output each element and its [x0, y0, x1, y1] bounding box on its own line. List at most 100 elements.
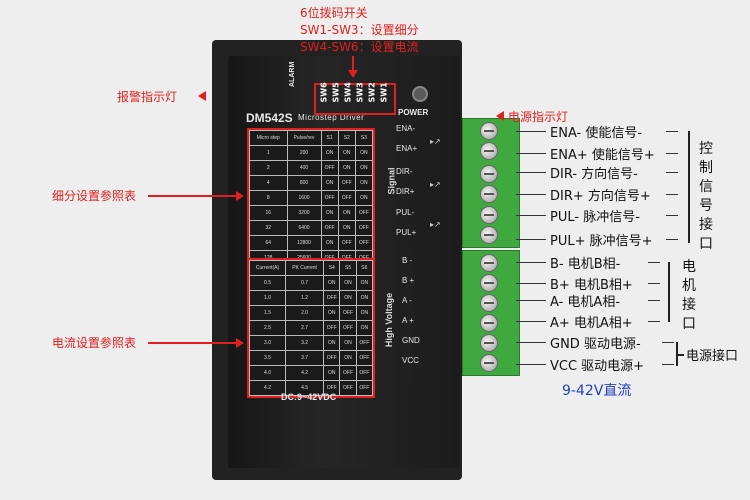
motor-group-label: 电机接口 [682, 259, 696, 332]
table-cell: 0.7 [285, 275, 325, 291]
terminal-screw-icon [480, 142, 498, 160]
table-cell: 1.2 [285, 290, 325, 306]
table-cell: OFF [355, 365, 374, 381]
table-cell: 2.0 [285, 305, 325, 321]
table-header-cell: S4 [323, 260, 341, 276]
optocoupler-icon: ▸↗ [430, 180, 441, 189]
table-cell: ON [355, 275, 374, 291]
table-cell: OFF [320, 220, 339, 236]
table-cell: 2 [249, 160, 288, 176]
microstep-table-annotation: 细分设置参照表 [52, 189, 137, 203]
terminal-screw-icon [480, 354, 498, 372]
pin-bracket-tick [648, 300, 660, 301]
table-cell: ON [354, 145, 374, 161]
table-cell: 16 [249, 205, 288, 221]
high-voltage-label: High Voltage [384, 292, 395, 348]
table-header-cell: S6 [355, 260, 374, 276]
control-bracket [688, 131, 690, 243]
model-name: DM542S [246, 111, 293, 125]
panel-pin-label: B - [402, 256, 413, 265]
terminal-screw-icon [480, 294, 498, 312]
microstep-arrow-icon [236, 191, 244, 201]
table-cell: 200 [286, 145, 322, 161]
power-group-label: 电源接口 [686, 349, 739, 364]
table-cell: ON [320, 235, 339, 251]
panel-pin-label: A - [402, 296, 412, 305]
pin-annotation: VCC 驱动电源+ [550, 359, 645, 374]
table-cell: 8 [249, 190, 288, 206]
table-cell: ON [320, 175, 339, 191]
table-cell: 4.0 [248, 365, 287, 381]
table-cell: OFF [355, 350, 374, 366]
dip-switch-sw5: SW5 [331, 82, 341, 103]
dc-voltage-label: DC:9~42VDC [281, 392, 337, 402]
table-cell: 3.2 [285, 335, 325, 351]
table-cell: 3200 [286, 205, 322, 221]
current-table-annotation: 电流设置参照表 [52, 336, 137, 350]
pin-leader-line [516, 215, 546, 216]
panel-pin-label: B + [402, 276, 415, 285]
table-cell: 800 [286, 175, 322, 191]
table-cell: ON [339, 290, 357, 306]
dip-arrow-head [348, 70, 358, 78]
table-cell: 6400 [286, 220, 322, 236]
table-cell: 2.5 [248, 320, 287, 336]
table-header-cell: Pulse/rev [286, 130, 322, 146]
table-cell: 4 [249, 175, 288, 191]
table-cell: ON [337, 145, 356, 161]
table-cell: ON [354, 175, 374, 191]
table-cell: OFF [354, 205, 374, 221]
pin-leader-line [516, 239, 546, 240]
table-cell: ON [355, 290, 374, 306]
pin-leader-line [516, 262, 546, 263]
alarm-label: ALARM [289, 61, 296, 87]
table-cell: 1600 [286, 190, 322, 206]
table-cell: OFF [337, 175, 356, 191]
pin-leader-line [516, 283, 546, 284]
table-cell: OFF [337, 235, 356, 251]
pin-annotation: DIR+ 方向信号+ [550, 189, 651, 204]
voltage-label: 9-42V直流 [562, 383, 632, 399]
dip-title: 6位拨码开关 [300, 6, 368, 20]
table-cell: OFF [355, 335, 374, 351]
table-cell: 1 [249, 145, 288, 161]
pin-bracket-tick [666, 153, 678, 154]
panel-pin-label: PUL- [396, 208, 415, 217]
terminal-screw-icon [480, 165, 498, 183]
dip-line-1: SW1-SW3：设置细分 [300, 23, 419, 37]
pin-bracket-tick [666, 239, 678, 240]
table-header-cell: S2 [337, 130, 356, 146]
table-cell: 12800 [286, 235, 322, 251]
table-cell: ON [323, 365, 341, 381]
table-cell: OFF [320, 160, 339, 176]
table-cell: OFF [354, 220, 374, 236]
table-cell: 32 [249, 220, 288, 236]
panel-pin-label: A + [402, 316, 414, 325]
pin-annotation: PUL- 脉冲信号- [550, 210, 640, 225]
pin-leader-line [516, 342, 546, 343]
terminal-screw-icon [480, 274, 498, 292]
power-led-icon [412, 86, 428, 102]
power-led-arrow-icon [496, 111, 504, 121]
table-cell: ON [323, 275, 341, 291]
microstep-arrow-line [148, 195, 236, 197]
pin-leader-line [516, 300, 546, 301]
table-header-cell: S5 [339, 260, 357, 276]
table-cell: 3.0 [248, 335, 287, 351]
table-cell: ON [337, 205, 356, 221]
pin-bracket-tick [648, 262, 660, 263]
pin-annotation: GND 驱动电源- [550, 337, 641, 352]
pin-leader-line [516, 321, 546, 322]
table-cell: 3.7 [285, 350, 325, 366]
pin-bracket-tick [662, 342, 674, 343]
pin-bracket-tick [666, 131, 678, 132]
table-cell: OFF [355, 380, 374, 396]
